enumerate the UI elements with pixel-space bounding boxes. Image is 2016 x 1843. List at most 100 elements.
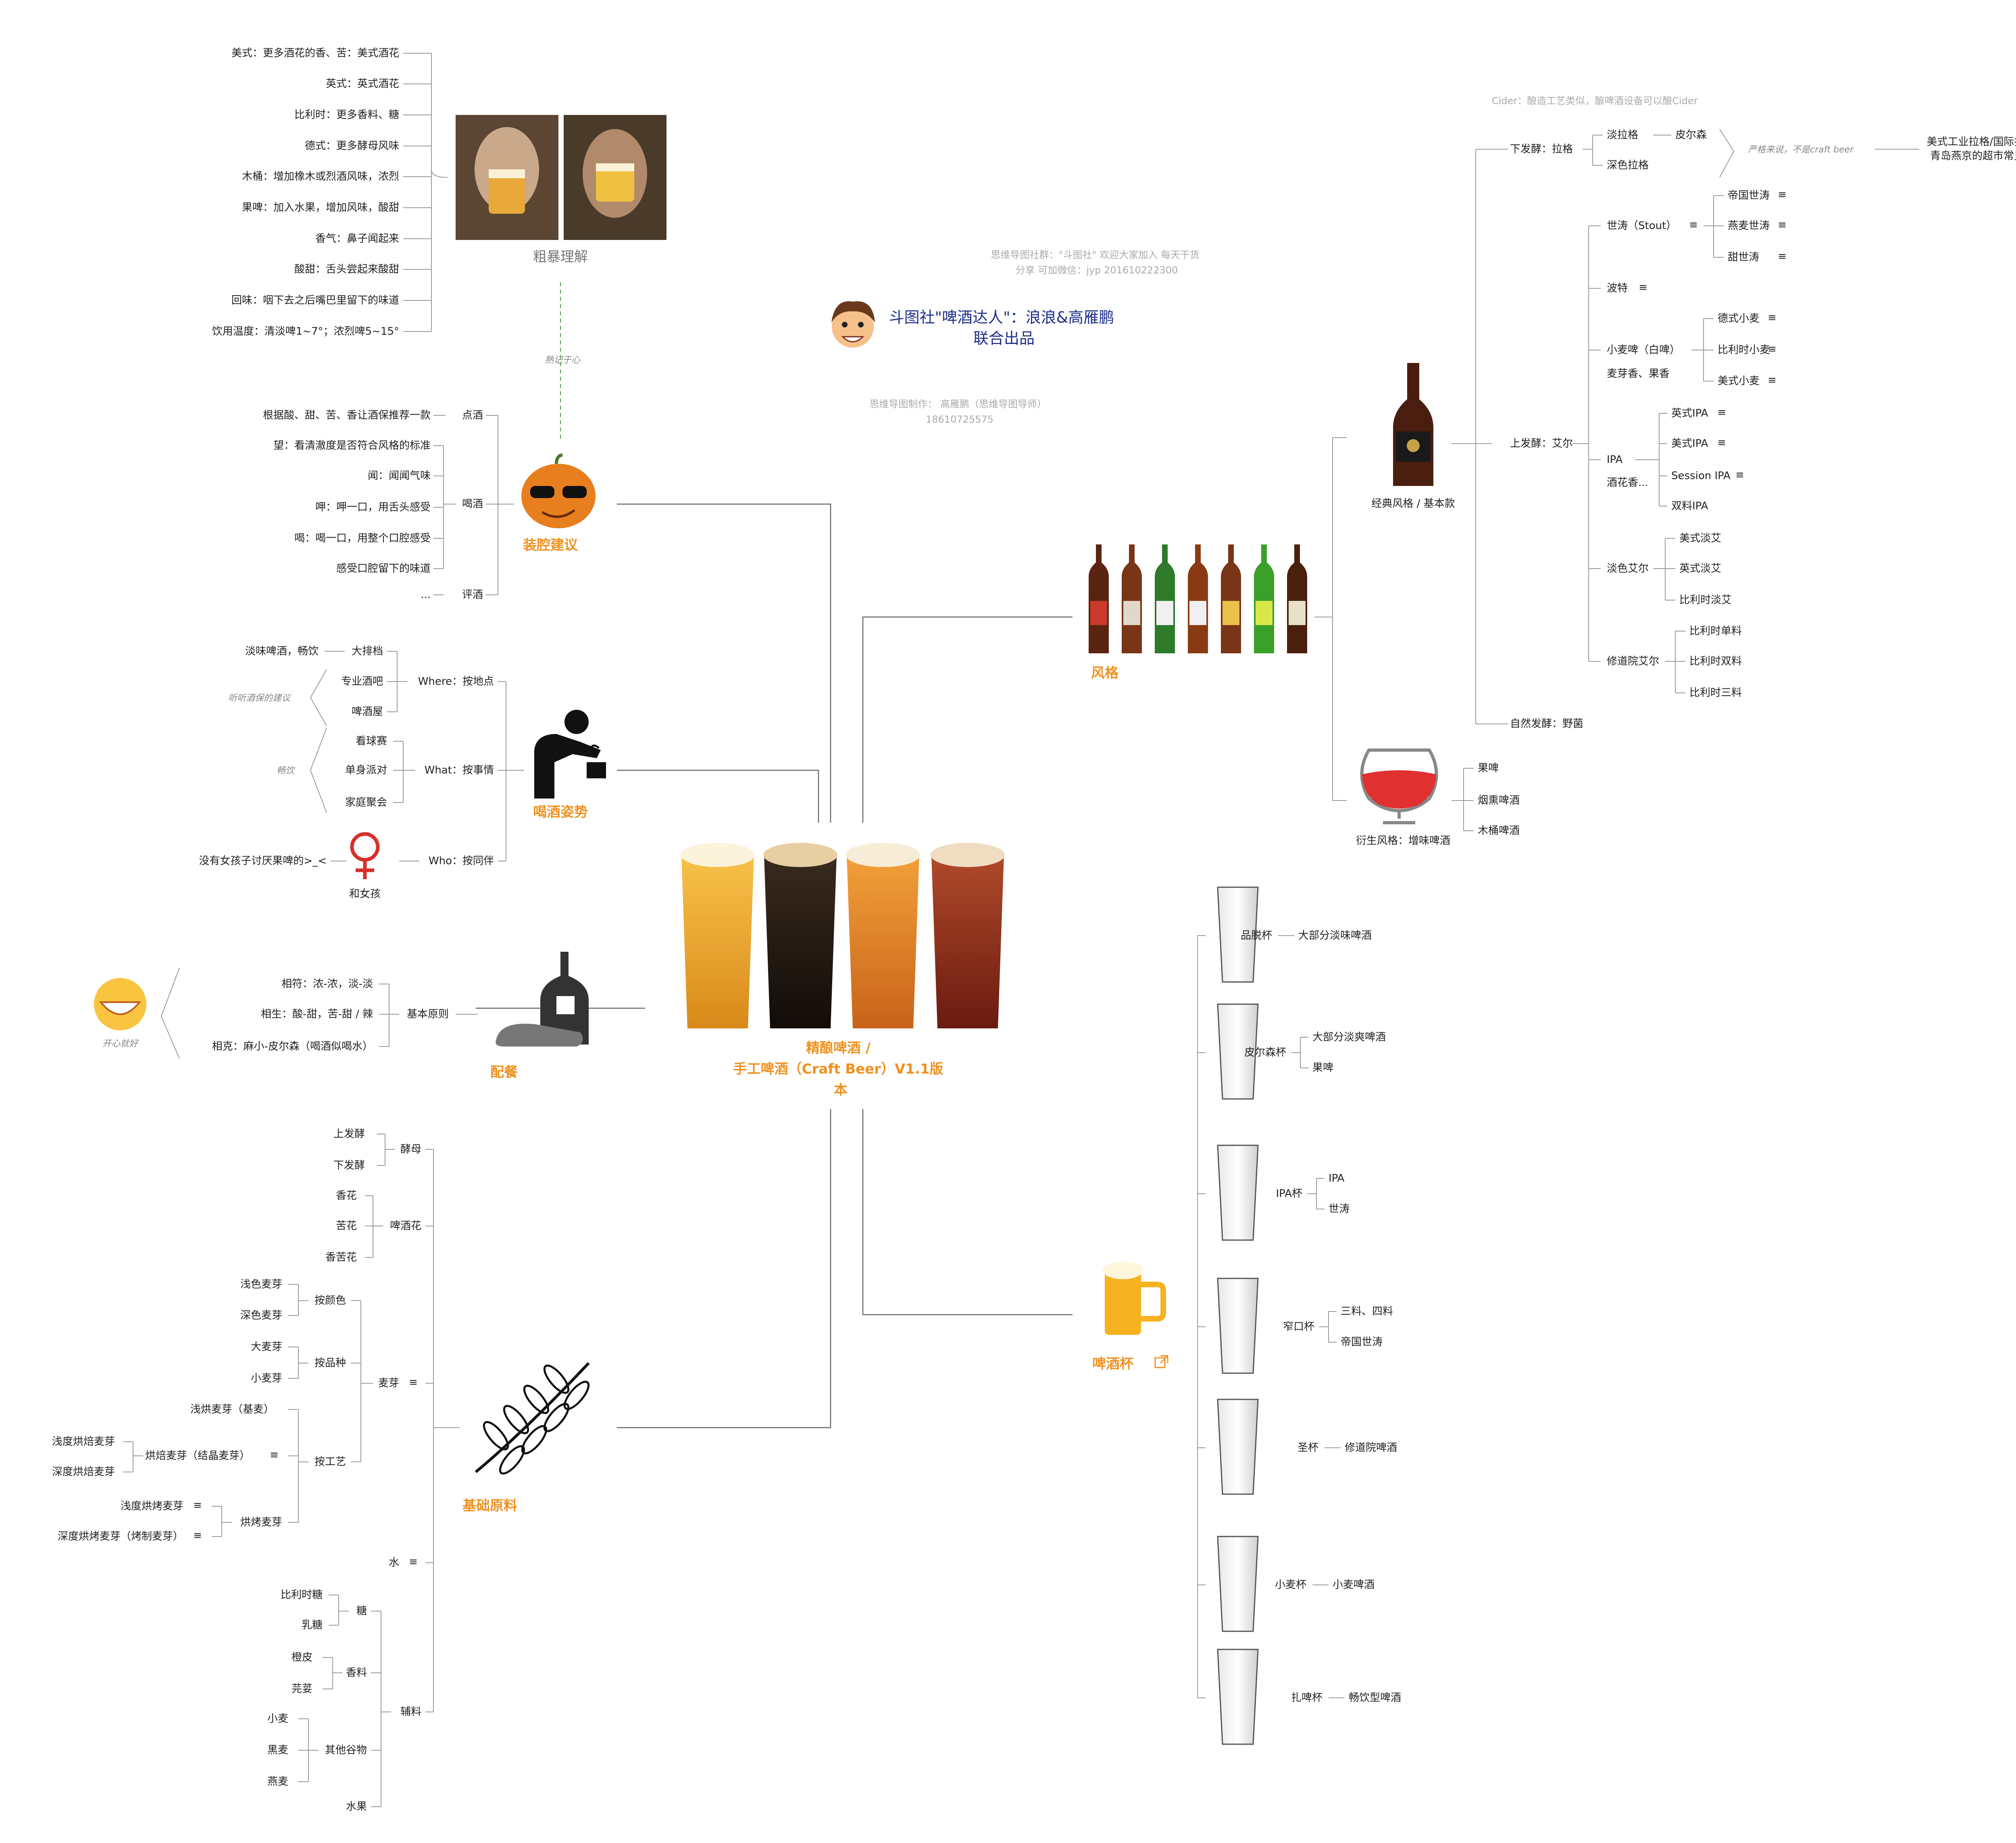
rough-item: 比利时：更多香料、糖 (294, 109, 399, 121)
glass-name: 品脱杯 (1241, 930, 1272, 942)
external-link-icon[interactable] (1154, 1355, 1168, 1368)
header-maker: 思维导图制作： 高雁鹏（思维导图导师） 18610725575 (869, 398, 1050, 425)
wheat-node: 小麦啤（白啤） (1607, 344, 1680, 356)
spice-node: 香料 (346, 1667, 367, 1679)
glass-name: 窄口杯 (1283, 1321, 1314, 1333)
ingredients-label: 基础原料 (462, 1498, 517, 1514)
drink-item: 望：看清澈度是否符合风格的标准 (273, 440, 431, 452)
roast-deep-note-icon[interactable]: ≡ (193, 1530, 202, 1542)
ale-node: 上发酵：艾尔 (1510, 438, 1573, 450)
roast-item: 深度烘烤麦芽（烤制麦芽） (58, 1530, 183, 1543)
abbey-item: 比利时双料 (1689, 655, 1742, 667)
hops-item: 香苦花 (325, 1251, 357, 1263)
wine-and-bread-icon (496, 952, 589, 1047)
pairing-label: 配餐 (490, 1064, 518, 1080)
styles-label: 风格 (1091, 665, 1119, 681)
wheat-item-note-icon[interactable]: ≡ (1768, 343, 1776, 355)
ipa-item-note-icon[interactable]: ≡ (1735, 469, 1744, 481)
review-node: 评酒 (462, 589, 483, 601)
bottle-label-shape (1123, 601, 1140, 625)
abbey-item: 比利时三料 (1689, 687, 1742, 699)
glass-shape (1217, 1536, 1259, 1632)
stout-item-note-icon[interactable]: ≡ (1778, 189, 1787, 201)
malt-color-item: 深色麦芽 (240, 1309, 282, 1322)
where-item: 专业酒吧 (341, 675, 383, 688)
stout-item-note-icon[interactable]: ≡ (1778, 250, 1787, 263)
what-item: 看球赛 (356, 735, 387, 747)
where-node: Where：按地点 (418, 675, 494, 688)
crystal-item: 深度烘焙麦芽 (52, 1466, 115, 1478)
glass-name: 圣杯 (1297, 1442, 1318, 1454)
glasses-label: 啤酒杯 (1092, 1356, 1133, 1372)
ipa-node: IPA (1607, 454, 1623, 466)
rough-item: 英式：英式酒花 (326, 78, 399, 90)
malt-node: 麦芽 (378, 1377, 399, 1389)
bottle-shape (1122, 544, 1142, 653)
order-item: 根据酸、甜、苦、香让酒保推荐一款 (263, 409, 431, 421)
rough-connector-label: 熟记于心 (545, 355, 581, 365)
porter-note-icon[interactable]: ≡ (1639, 281, 1647, 294)
where-note: 淡味啤酒，畅饮 (245, 645, 319, 657)
what-node: What：按事情 (425, 764, 494, 776)
where-item: 大排档 (352, 645, 383, 657)
glass-use: 三料、四料 (1341, 1305, 1393, 1318)
glass-use: 果啤 (1312, 1062, 1333, 1074)
spontaneous-node: 自然发酵：野菌 (1510, 718, 1583, 730)
glass-shape (1217, 1278, 1259, 1374)
face-photo-right (564, 115, 666, 240)
glass-name: 皮尔森杯 (1244, 1047, 1286, 1059)
pairing-item: 相生：酸-甜，苦-甜 / 辣 (261, 1008, 373, 1020)
stout-node: 世涛（Stout） (1607, 220, 1677, 232)
spice-item: 橙皮 (292, 1651, 312, 1664)
pale-ale-item: 比利时淡艾 (1679, 594, 1732, 606)
spice-item: 芫荽 (292, 1683, 312, 1695)
pairing-note: 开心就好 (102, 1039, 139, 1049)
drink-item: 喝：喝一口，用整个口腔感受 (294, 532, 431, 544)
sugar-item: 乳糖 (302, 1619, 323, 1631)
process-pale-node: 浅烘麦芽（基麦） (190, 1403, 274, 1416)
review-item: ... (421, 589, 431, 601)
female-symbol-icon (350, 832, 380, 879)
glass-name: IPA杯 (1276, 1188, 1302, 1200)
beer-mug-icon (1103, 1261, 1166, 1335)
stout-item: 帝国世涛 (1728, 190, 1770, 202)
styles: 风格 经典风格 / 基本款 下发酵：拉格 淡拉格 深色拉格 皮尔森 严格来说，不… (1089, 129, 2016, 847)
by-color-node: 按颜色 (314, 1295, 346, 1307)
drink-item: 呷：呷一口，用舌头感受 (315, 501, 431, 513)
wheat-item-note-icon[interactable]: ≡ (1768, 374, 1776, 386)
ipa-item-note-icon[interactable]: ≡ (1717, 437, 1726, 449)
ipa-item-note-icon[interactable]: ≡ (1717, 407, 1726, 419)
cartoon-face-icon (831, 301, 875, 348)
stout-item-note-icon[interactable]: ≡ (1778, 219, 1787, 231)
bottle-shape (1287, 544, 1307, 653)
pairing-item: 相克：麻小-皮尔森（喝酒似喝水） (212, 1040, 373, 1053)
crystal-note-icon[interactable]: ≡ (270, 1449, 279, 1461)
pilsner-node: 皮尔森 (1675, 129, 1707, 141)
grain-item: 小麦 (267, 1713, 288, 1725)
beer-bottles-icon (1089, 544, 1307, 653)
glass-use: 畅饮型啤酒 (1349, 1692, 1401, 1704)
derived-item: 木桶啤酒 (1478, 825, 1520, 837)
water-note-icon[interactable]: ≡ (409, 1556, 418, 1568)
glass-use: 大部分淡味啤酒 (1298, 930, 1372, 942)
grain-item: 燕麦 (267, 1776, 288, 1788)
wheat-item-note-icon[interactable]: ≡ (1768, 312, 1776, 324)
drink-item: 闻：闻闻气味 (368, 470, 431, 482)
abbey-item: 比利时单料 (1689, 625, 1742, 637)
pale-ale-item: 美式淡艾 (1679, 532, 1721, 544)
what-item: 单身派对 (345, 764, 387, 776)
ipa-item: Session IPA (1671, 470, 1731, 482)
malt-note-icon[interactable]: ≡ (409, 1376, 418, 1389)
stout-note-icon[interactable]: ≡ (1689, 219, 1698, 231)
sugar-item: 比利时糖 (281, 1589, 323, 1601)
pale-ale-node: 淡色艾尔 (1607, 563, 1649, 575)
ipa-item: 英式IPA (1671, 407, 1708, 419)
where-group-note: 听听酒保的建议 (228, 693, 292, 703)
dark-lager-node: 深色拉格 (1607, 159, 1649, 171)
order-node: 点酒 (462, 409, 483, 421)
ipa-note: 酒花香... (1607, 477, 1648, 489)
roast-pale-note-icon[interactable]: ≡ (193, 1499, 202, 1512)
